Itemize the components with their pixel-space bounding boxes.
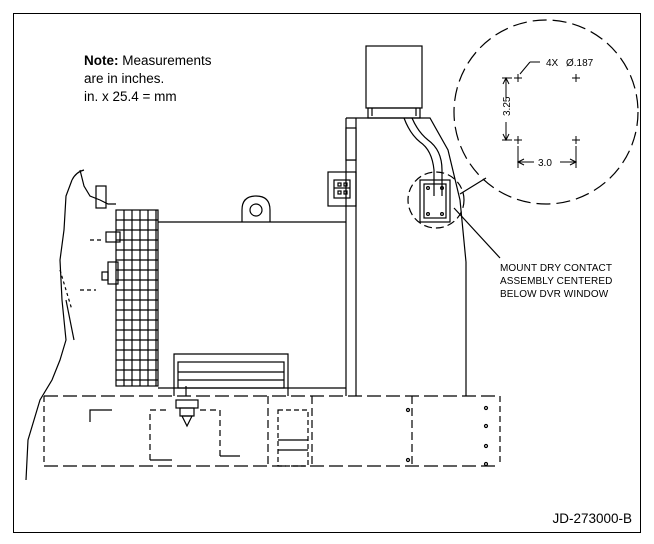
callout-line-2: ASSEMBLY CENTERED [500,276,613,287]
note-line-3: in. x 25.4 = mm [84,89,177,104]
document-id: JD-273000-B [552,511,632,526]
air-intake-screen [115,209,159,387]
measurement-note: Note: Measurements are in inches. in. x … [84,52,212,106]
base-skid [43,395,501,467]
engine-outline [25,169,121,481]
horizontal-dimension-label: 3.0 [538,158,552,169]
alternator-body [158,195,346,428]
detail-view [453,19,639,205]
callout-line-3: BELOW DVR WINDOW [500,289,609,300]
note-line-1: Measurements [122,53,212,68]
note-label: Note: [84,53,119,68]
callout-line-1: MOUNT DRY CONTACT [500,263,613,274]
hole-diameter-label: Ø.187 [566,58,594,69]
hole-count-label: 4X [546,58,559,69]
mount-instruction-callout: MOUNT DRY CONTACT ASSEMBLY CENTERED BELO… [500,262,612,301]
vertical-dimension-label: 3.25 [502,96,513,116]
control-housing [327,45,501,396]
drawing-border [13,13,641,533]
note-line-2: are in inches. [84,71,165,86]
